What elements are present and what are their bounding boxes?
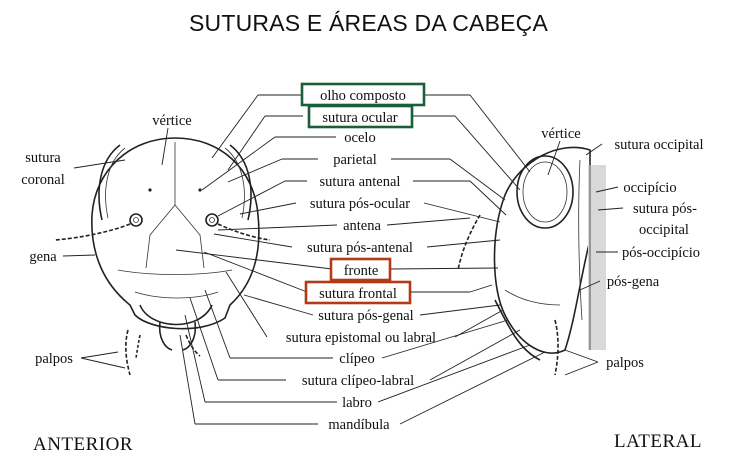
right-labels: vértice sutura occipital occipício sutur… <box>541 126 703 371</box>
highlight-box-sutura-frontal <box>304 280 412 305</box>
label-left-palpos: palpos <box>35 351 73 367</box>
label-antena: antena <box>343 218 381 234</box>
highlight-box-fronte <box>329 257 392 282</box>
label-right-occipital: occipital <box>639 222 689 238</box>
label-left-gena: gena <box>29 249 57 265</box>
label-right-pos-occipicio: pós-occipício <box>622 245 700 261</box>
label-sutura-pos-genal: sutura pós-genal <box>318 308 413 324</box>
label-right-vertice: vértice <box>541 126 580 142</box>
highlight-box-sutura-ocular <box>307 104 414 129</box>
anterior-head-drawing <box>54 137 271 376</box>
label-left-sutura: sutura <box>25 150 61 166</box>
center-labels: olho composto sutura ocular ocelo pariet… <box>286 88 436 433</box>
label-fronte: fronte <box>344 263 379 279</box>
label-parietal: parietal <box>333 152 376 168</box>
label-left-vertice: vértice <box>152 113 191 129</box>
label-mandibula: mandíbula <box>328 417 390 433</box>
label-right-sutura-occipital: sutura occipital <box>615 137 704 153</box>
label-olho-composto: olho composto <box>320 88 406 104</box>
label-sutura-pos-antenal: sutura pós-antenal <box>307 240 413 256</box>
label-sutura-epistomal: sutura epistomal ou labral <box>286 330 436 346</box>
label-clipeo: clípeo <box>339 351 374 367</box>
label-sutura-antenal: sutura antenal <box>320 174 401 190</box>
label-right-palpos: palpos <box>606 355 644 371</box>
label-anterior-view: ANTERIOR <box>33 434 133 455</box>
label-ocelo: ocelo <box>344 130 375 146</box>
label-sutura-frontal: sutura frontal <box>319 286 397 302</box>
label-left-coronal: coronal <box>21 172 64 188</box>
label-sutura-ocular: sutura ocular <box>322 110 397 126</box>
left-labels: vértice sutura coronal gena palpos <box>21 113 191 367</box>
label-sutura-clipeo-labral: sutura clípeo-labral <box>302 373 414 389</box>
lateral-head-drawing <box>457 146 606 376</box>
label-lateral-view: LATERAL <box>614 431 702 452</box>
label-labro: labro <box>342 395 372 411</box>
label-right-sutura-pos: sutura pós- <box>633 201 697 217</box>
label-right-pos-gena: pós-gena <box>607 274 660 290</box>
label-right-occipicio: occipício <box>623 180 676 196</box>
leader-lines <box>62 94 624 425</box>
label-sutura-pos-ocular: sutura pós-ocular <box>310 196 410 212</box>
page-title: SUTURAS E ÁREAS DA CABEÇA <box>188 10 549 36</box>
